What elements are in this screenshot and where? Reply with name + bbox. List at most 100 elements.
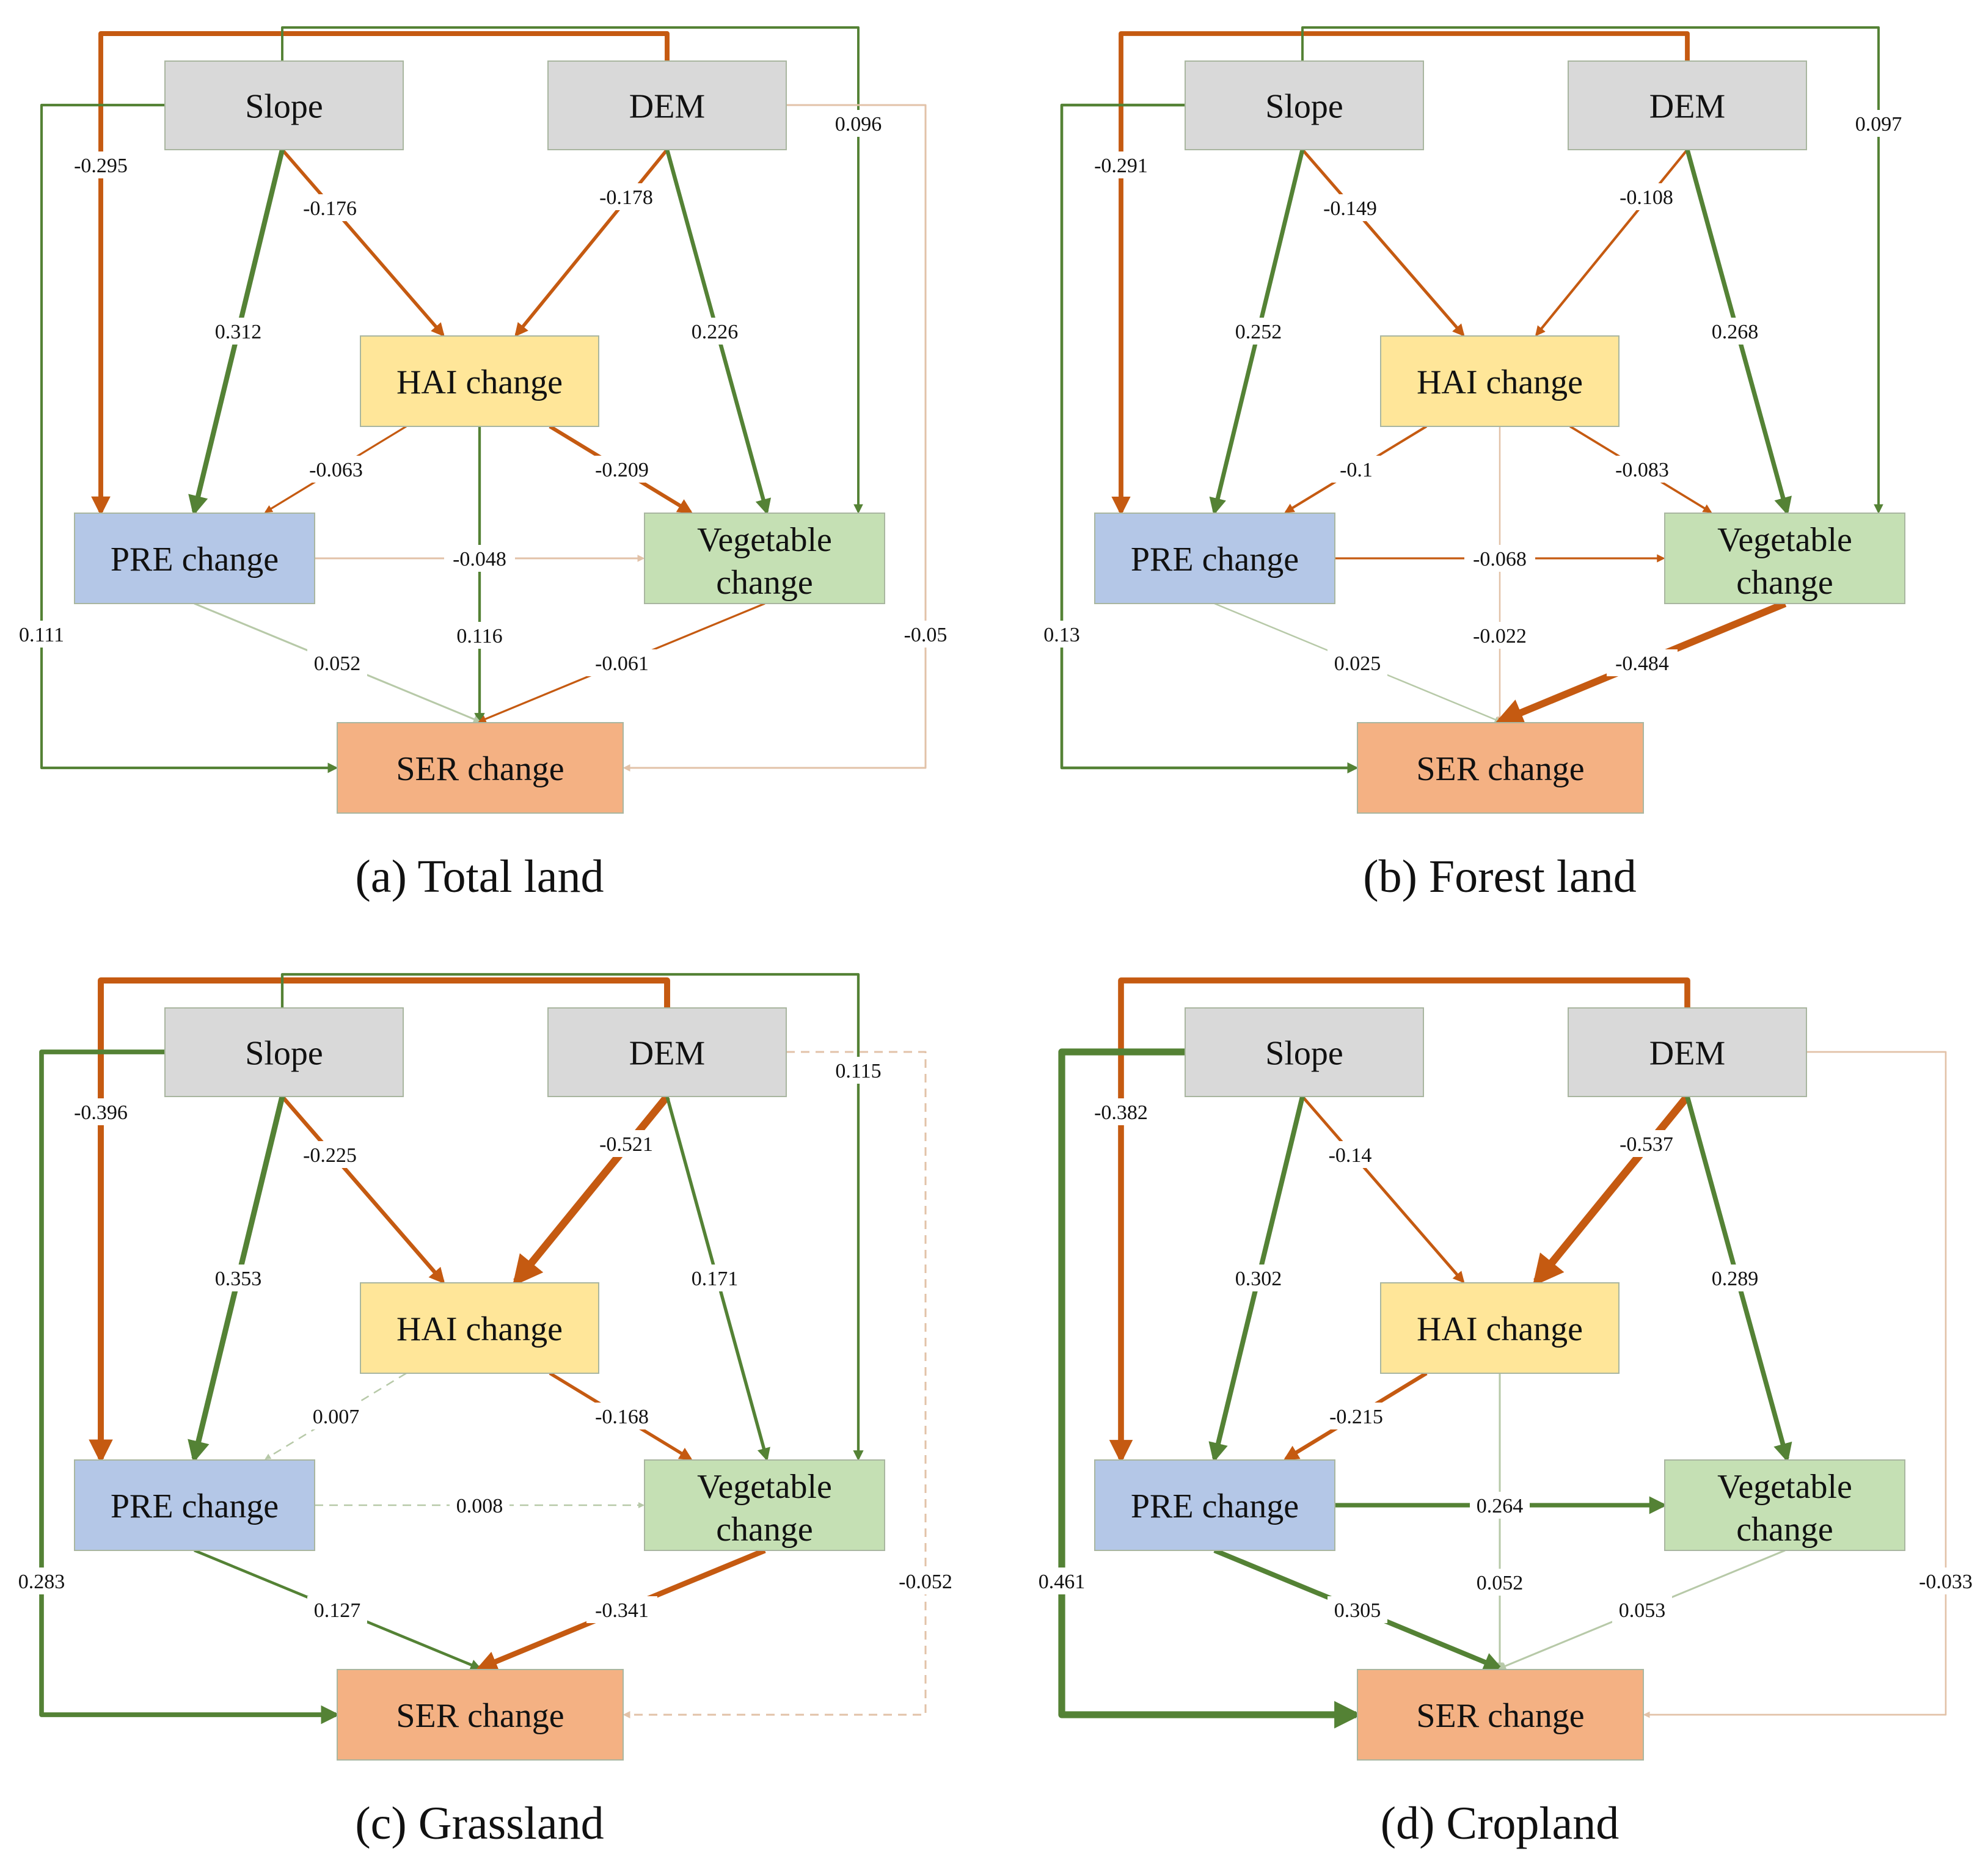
coefficient-label: 0.283 bbox=[18, 1571, 65, 1593]
edge-slope-to-hai bbox=[1301, 148, 1465, 337]
coefficient-label: -0.048 bbox=[453, 548, 506, 571]
node-ser: SER change bbox=[1357, 1669, 1644, 1761]
edge-label-hai-to-pre: -0.215 bbox=[1321, 1403, 1392, 1429]
coefficient-label: 0.053 bbox=[1619, 1599, 1666, 1622]
edge-slope-to-ser bbox=[39, 1049, 340, 1725]
node-ser: SER change bbox=[337, 722, 624, 814]
coefficient-label: -0.291 bbox=[1094, 155, 1148, 177]
edge-label-dem-to-veg: 0.226 bbox=[685, 318, 745, 345]
coefficient-label: 0.305 bbox=[1334, 1599, 1381, 1622]
edge-label-slope-to-hai: -0.149 bbox=[1315, 194, 1386, 221]
node-pre: PRE change bbox=[1094, 513, 1335, 604]
panel-a: -0.176 -0.178 0.312 0.226 -0.295 0.096 0.111 -0… bbox=[12, 26, 955, 902]
node-pre: PRE change bbox=[74, 513, 315, 604]
edge-slope-to-hai bbox=[280, 1095, 445, 1284]
node-box-veg bbox=[1664, 513, 1905, 604]
coefficient-label: 0.097 bbox=[1855, 113, 1902, 136]
node-label-slope: Slope bbox=[1265, 1035, 1343, 1073]
edge-label-dem-to-hai: -0.178 bbox=[591, 183, 662, 210]
coefficient-label: 0.353 bbox=[215, 1268, 262, 1290]
edge-label-hai-to-ser: 0.116 bbox=[450, 622, 509, 649]
edges: -0.176 -0.178 0.312 0.226 -0.295 0.096 0.111 -0… bbox=[12, 26, 955, 773]
node-label-hai: HAI change bbox=[1417, 1310, 1583, 1348]
node-box-slope bbox=[1185, 1007, 1424, 1097]
edge-label-hai-to-veg: -0.168 bbox=[586, 1403, 657, 1429]
edge-slope-to-veg bbox=[281, 26, 863, 514]
edge-label-slope-to-pre: 0.302 bbox=[1229, 1265, 1288, 1291]
edge-label-veg-to-ser: -0.061 bbox=[586, 649, 657, 676]
edge-label-dem-to-pre: -0.295 bbox=[65, 151, 136, 178]
node-label-ser: SER change bbox=[1416, 750, 1584, 788]
node-label-hai: HAI change bbox=[1417, 363, 1583, 401]
edge-label-slope-to-ser: 0.111 bbox=[12, 621, 71, 648]
edge-label-dem-to-veg: 0.171 bbox=[685, 1265, 745, 1291]
node-label-ser: SER change bbox=[1416, 1697, 1584, 1735]
node-label-veg-line2: change bbox=[1736, 1511, 1833, 1549]
coefficient-label: 0.115 bbox=[835, 1060, 881, 1082]
edge-dem-to-pre bbox=[91, 31, 670, 516]
coefficient-label: -0.083 bbox=[1615, 459, 1669, 481]
edge-slope-to-hai bbox=[1301, 1095, 1465, 1283]
node-label-dem: DEM bbox=[1649, 1035, 1725, 1073]
node-box-hai bbox=[1380, 335, 1620, 427]
edge-label-dem-to-pre: -0.291 bbox=[1086, 151, 1156, 178]
edge-label-slope-to-pre: 0.312 bbox=[208, 318, 268, 345]
edge-label-slope-to-veg: 0.096 bbox=[828, 110, 888, 137]
edge-label-hai-to-ser: -0.022 bbox=[1464, 622, 1535, 649]
coefficient-label: -0.176 bbox=[303, 197, 357, 220]
edge-label-slope-to-ser: 0.461 bbox=[1032, 1568, 1092, 1594]
edge-label-slope-to-veg: 0.097 bbox=[1849, 110, 1908, 137]
edge-slope-to-veg bbox=[280, 973, 864, 1461]
edge-label-dem-to-pre: -0.396 bbox=[65, 1098, 136, 1125]
edge-dem-to-hai bbox=[1532, 1093, 1690, 1287]
node-slope: Slope bbox=[164, 60, 404, 150]
coefficient-label: 0.13 bbox=[1043, 624, 1080, 646]
node-box-pre bbox=[1094, 513, 1335, 604]
coefficient-label: -0.215 bbox=[1329, 1406, 1383, 1428]
node-label-hai: HAI change bbox=[396, 1310, 563, 1348]
coefficient-label: -0.022 bbox=[1473, 625, 1527, 648]
coefficient-label: -0.149 bbox=[1323, 197, 1377, 220]
edge-label-dem-to-hai: -0.108 bbox=[1611, 183, 1682, 210]
node-dem: DEM bbox=[1568, 1007, 1807, 1097]
node-label-veg-line2: change bbox=[1736, 564, 1833, 602]
node-label-pre: PRE change bbox=[1131, 541, 1299, 578]
node-label-dem: DEM bbox=[629, 1035, 705, 1073]
coefficient-label: 0.096 bbox=[835, 113, 882, 136]
edge-slope-to-ser bbox=[40, 103, 338, 773]
edge-slope-to-hai bbox=[280, 148, 445, 337]
edge-label-slope-to-hai: -0.176 bbox=[294, 194, 365, 221]
node-box-slope bbox=[164, 60, 404, 150]
node-box-veg bbox=[1664, 1459, 1905, 1551]
coefficient-label: -0.168 bbox=[595, 1406, 649, 1428]
edge-label-pre-to-veg: -0.048 bbox=[444, 545, 515, 572]
edge-label-slope-to-pre: 0.353 bbox=[208, 1265, 268, 1291]
edge-label-veg-to-ser: -0.484 bbox=[1607, 649, 1678, 676]
edge-slope-to-veg bbox=[1301, 26, 1883, 514]
coefficient-label: -0.521 bbox=[599, 1133, 653, 1156]
edge-label-dem-to-ser: -0.033 bbox=[1910, 1568, 1981, 1594]
coefficient-label: 0.127 bbox=[314, 1599, 361, 1622]
node-label-veg-line1: Vegetable bbox=[1717, 521, 1852, 559]
node-box-dem bbox=[1568, 60, 1807, 150]
edge-label-slope-to-hai: -0.14 bbox=[1320, 1141, 1380, 1168]
edge-label-hai-to-pre: -0.1 bbox=[1332, 456, 1381, 483]
coefficient-label: -0.068 bbox=[1473, 548, 1527, 571]
node-label-pre: PRE change bbox=[111, 1487, 279, 1525]
node-box-pre bbox=[74, 513, 315, 604]
node-label-veg-line2: change bbox=[716, 564, 813, 602]
node-hai: HAI change bbox=[360, 335, 599, 427]
coefficient-label: 0.312 bbox=[215, 321, 262, 343]
edge-label-pre-to-ser: 0.305 bbox=[1327, 1596, 1387, 1623]
node-box-pre bbox=[1094, 1459, 1335, 1551]
node-box-dem bbox=[1568, 1007, 1807, 1097]
coefficient-label: 0.052 bbox=[1477, 1572, 1524, 1594]
